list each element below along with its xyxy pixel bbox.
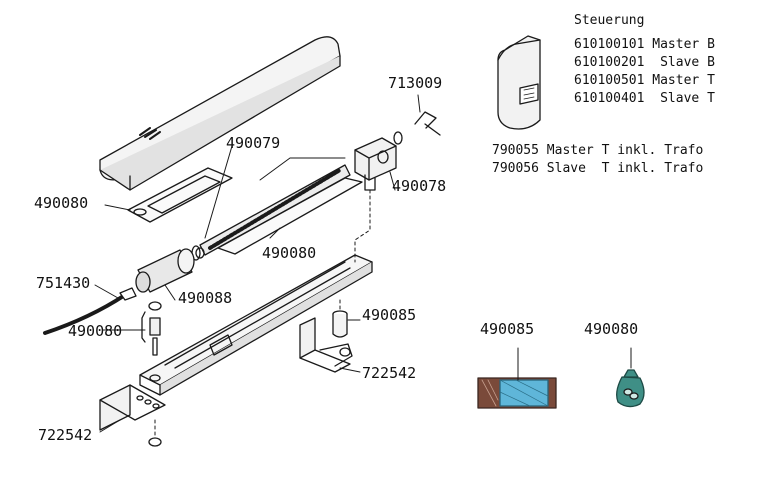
label-490080-rail: 490080: [262, 244, 317, 262]
label-751430: 751430: [36, 274, 91, 292]
label-722542-mid: 722542: [362, 364, 417, 382]
control-code: 610100101: [574, 37, 645, 52]
label-490085: 490085: [362, 306, 417, 324]
trafo-row-2: 790056 Slave T inkl. Trafo: [492, 160, 703, 178]
label-490085-sample: 490085: [480, 320, 535, 338]
cable: [43, 287, 137, 335]
bearing-block: [354, 131, 403, 191]
control-row-1: 610100101 Master B: [574, 36, 715, 54]
control-desc: Slave B: [652, 55, 715, 70]
trafo-desc: Slave T inkl. Trafo: [546, 161, 704, 176]
drive-cover: [99, 36, 341, 191]
key-part: [414, 111, 441, 136]
control-row-4: 610100401 Slave T: [574, 90, 715, 108]
trafo-row-1: 790055 Master T inkl. Trafo: [492, 142, 703, 160]
control-code: 610100501: [574, 73, 645, 88]
spindle: [191, 164, 351, 261]
assembly-lines: [339, 189, 371, 313]
label-490080-side: 490080: [68, 322, 123, 340]
pin-part: [332, 310, 348, 338]
label-490078: 490078: [392, 177, 447, 195]
label-713009: 713009: [388, 74, 443, 92]
label-490079: 490079: [226, 134, 281, 152]
control-desc: Slave T: [652, 91, 715, 106]
leader-lines: [94, 94, 421, 433]
control-code: 610100401: [574, 91, 645, 106]
motor: [135, 247, 205, 293]
rail-bar: [217, 177, 363, 255]
label-490080-sample: 490080: [584, 320, 639, 338]
control-desc: Master T: [652, 73, 715, 88]
control-desc: Master B: [652, 37, 715, 52]
control-code: 610100201: [574, 55, 645, 70]
left-bracket: [99, 384, 166, 447]
label-490080-cover: 490080: [34, 194, 89, 212]
mounting-plate: [127, 167, 233, 223]
seal-strip-icon: [477, 347, 557, 409]
trafo-code: 790056: [492, 161, 539, 176]
control-housing-icon: [497, 35, 541, 130]
parts-bag-icon: [616, 347, 645, 408]
trafo-code: 790055: [492, 143, 539, 158]
base-rail: [139, 254, 373, 396]
control-row-2: 610100201 Slave B: [574, 54, 715, 72]
control-row-3: 610100501 Master T: [574, 72, 715, 90]
label-722542-left: 722542: [38, 426, 93, 444]
label-490088: 490088: [178, 289, 233, 307]
small-parts-stack: [141, 301, 162, 356]
control-title: Steuerung: [574, 13, 645, 28]
mid-bracket: [299, 317, 353, 373]
trafo-desc: Master T inkl. Trafo: [546, 143, 704, 158]
